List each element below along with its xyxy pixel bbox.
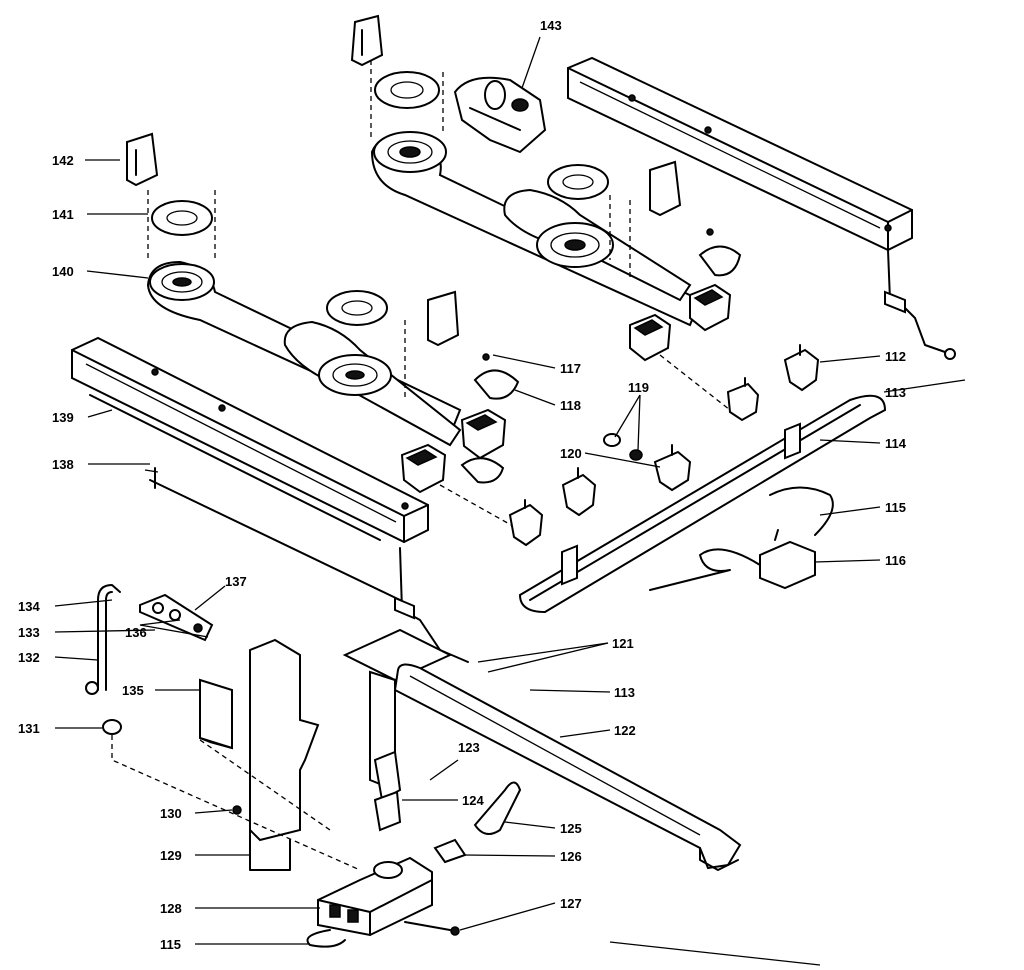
callout-140: 140 [52, 264, 74, 279]
callout-113-upper: 113 [885, 385, 906, 400]
callout-120: 120 [560, 446, 582, 461]
ignition-switch-assembly [649, 486, 834, 591]
callout-142: 142 [52, 153, 74, 168]
callout-124: 124 [462, 793, 484, 808]
callout-119: 119 [628, 380, 649, 395]
rear-manifold-rail [567, 56, 956, 360]
callout-134: 134 [18, 599, 40, 614]
callout-128: 128 [160, 901, 182, 916]
callout-138: 138 [52, 457, 74, 472]
callout-131: 131 [18, 721, 40, 736]
callout-115-upper: 115 [885, 500, 906, 515]
callout-126: 126 [560, 849, 582, 864]
callout-121: 121 [612, 636, 634, 651]
callout-115-lower: 115 [160, 937, 181, 952]
callout-labels: 143 142 141 140 117 118 112 113 119 139 … [18, 18, 907, 952]
callout-133: 133 [18, 625, 40, 640]
callout-137: 137 [225, 574, 247, 589]
lower-bracket-assembly [85, 584, 361, 871]
upper-burner-assembly [350, 14, 820, 422]
callout-leaders [54, 36, 966, 966]
callout-114: 114 [885, 436, 907, 451]
callout-127: 127 [560, 896, 582, 911]
front-manifold-rail [71, 336, 469, 663]
callout-112: 112 [885, 349, 906, 364]
oven-burner-assembly [306, 628, 742, 948]
callout-125: 125 [560, 821, 582, 836]
callout-139: 139 [52, 410, 74, 425]
main-manifold-pipe [518, 394, 887, 614]
callout-122: 122 [614, 723, 636, 738]
callout-113-lower: 113 [614, 685, 635, 700]
callout-117: 117 [560, 361, 581, 376]
callout-123: 123 [458, 740, 480, 755]
callout-143: 143 [540, 18, 562, 33]
callout-141: 141 [52, 207, 74, 222]
callout-129: 129 [160, 848, 182, 863]
callout-135: 135 [122, 683, 144, 698]
callout-116: 116 [885, 553, 906, 568]
callout-136: 136 [125, 625, 147, 640]
callout-130: 130 [160, 806, 182, 821]
callout-132: 132 [18, 650, 40, 665]
lower-burner-assembly [126, 132, 692, 547]
callout-118: 118 [560, 398, 581, 413]
